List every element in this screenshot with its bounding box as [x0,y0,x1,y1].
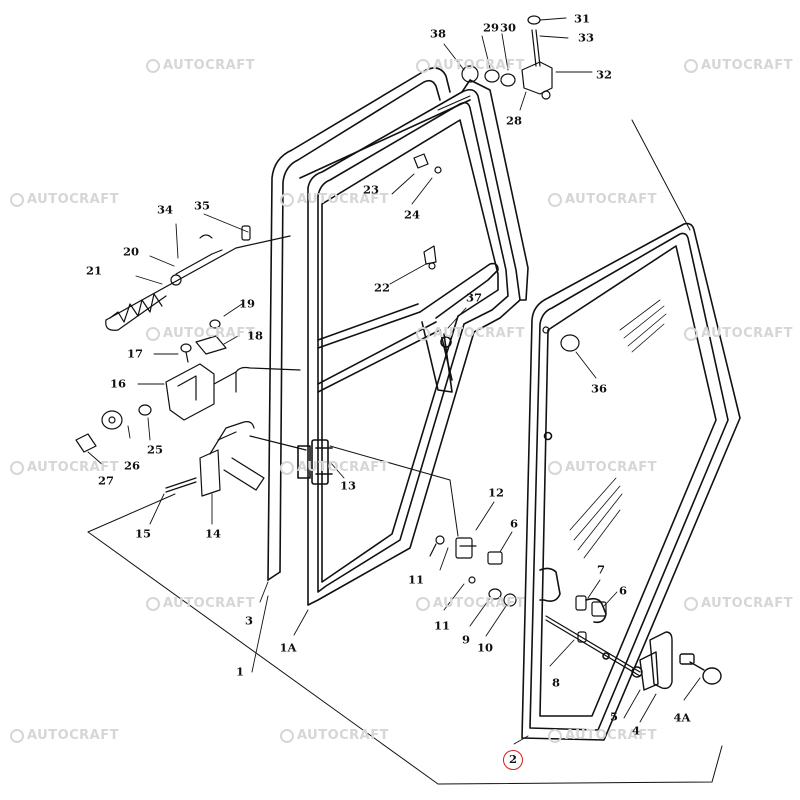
leader-lines [87,17,701,745]
watermark: AUTOCRAFT [146,326,255,341]
watermark: AUTOCRAFT [416,326,525,341]
callout-33[interactable]: 33 [577,30,595,45]
watermark-logo-icon [10,192,24,207]
callout-31[interactable]: 31 [573,11,591,26]
watermark: AUTOCRAFT [684,326,793,341]
callout-4[interactable]: 4 [631,723,641,738]
callout-2-highlighted[interactable]: 2 [503,750,523,770]
callout-32[interactable]: 32 [595,67,613,82]
connecting-rod [329,445,459,537]
watermark: AUTOCRAFT [280,728,389,743]
watermark: AUTOCRAFT [146,596,255,611]
watermark: AUTOCRAFT [146,58,255,73]
callout-1a[interactable]: 1A [279,640,297,655]
callout-14[interactable]: 14 [204,526,222,541]
callout-28[interactable]: 28 [505,113,523,128]
watermark: AUTOCRAFT [10,460,119,475]
callout-23[interactable]: 23 [362,182,380,197]
watermark-logo-icon [146,326,160,341]
watermark-logo-icon [416,58,430,73]
watermark: AUTOCRAFT [548,728,657,743]
callout-24[interactable]: 24 [403,207,421,222]
watermark-logo-icon [10,460,24,475]
watermark: AUTOCRAFT [684,596,793,611]
callout-22[interactable]: 22 [373,280,391,295]
callout-4a[interactable]: 4A [673,710,691,725]
callout-11-upper[interactable]: 11 [407,572,425,587]
watermark-logo-icon [280,192,294,207]
callout-35[interactable]: 35 [193,198,211,213]
watermark-logo-icon [684,326,698,341]
watermark-logo-icon [10,728,24,743]
left-linkage [75,225,307,497]
callout-11-lower[interactable]: 11 [433,618,451,633]
callout-20[interactable]: 20 [122,244,140,259]
watermark-logo-icon [548,460,562,475]
callout-16[interactable]: 16 [109,376,127,391]
watermark-logo-icon [280,460,294,475]
watermark-logo-icon [416,326,430,341]
watermark: AUTOCRAFT [10,728,119,743]
callout-12[interactable]: 12 [487,485,505,500]
callout-19[interactable]: 19 [238,296,256,311]
watermark-logo-icon [548,728,562,743]
callout-26[interactable]: 26 [123,458,141,473]
callout-25[interactable]: 25 [146,442,164,457]
watermark: AUTOCRAFT [548,460,657,475]
watermark: AUTOCRAFT [416,596,525,611]
latch-rod [545,615,641,677]
watermark-logo-icon [684,596,698,611]
callout-29[interactable]: 29 [482,20,500,35]
callout-3[interactable]: 3 [244,613,254,628]
callout-34[interactable]: 34 [156,202,174,217]
callout-5[interactable]: 5 [609,709,619,724]
watermark-logo-icon [146,58,160,73]
watermark: AUTOCRAFT [10,192,119,207]
watermark-logo-icon [416,596,430,611]
callout-13[interactable]: 13 [339,478,357,493]
callout-7[interactable]: 7 [596,562,606,577]
callout-37[interactable]: 37 [465,290,483,305]
watermark: AUTOCRAFT [280,460,389,475]
callout-15[interactable]: 15 [134,526,152,541]
callout-17[interactable]: 17 [126,346,144,361]
callout-27[interactable]: 27 [97,473,115,488]
callout-21[interactable]: 21 [85,263,103,278]
callout-6-lower[interactable]: 6 [618,583,628,598]
callout-6-upper[interactable]: 6 [509,516,519,531]
callout-8[interactable]: 8 [551,675,561,690]
callout-1[interactable]: 1 [235,664,245,679]
callout-10[interactable]: 10 [476,640,494,655]
watermark: AUTOCRAFT [280,192,389,207]
bolt-36 [542,326,580,352]
watermark: AUTOCRAFT [684,58,793,73]
watermark-logo-icon [146,596,160,611]
base-plane [87,95,723,785]
watermark: AUTOCRAFT [548,192,657,207]
callout-30[interactable]: 30 [499,20,517,35]
watermark-logo-icon [280,728,294,743]
right-fasteners [429,535,607,643]
callout-38[interactable]: 38 [429,26,447,41]
door-handle [631,631,722,691]
glass-panel [521,222,741,741]
callout-18[interactable]: 18 [246,328,264,343]
callout-9[interactable]: 9 [461,632,471,647]
watermark-logo-icon [548,192,562,207]
watermark: AUTOCRAFT [416,58,525,73]
callout-36[interactable]: 36 [590,381,608,396]
watermark-logo-icon [684,58,698,73]
top-hinge-parts [461,15,553,100]
upper-fasteners [413,153,442,270]
